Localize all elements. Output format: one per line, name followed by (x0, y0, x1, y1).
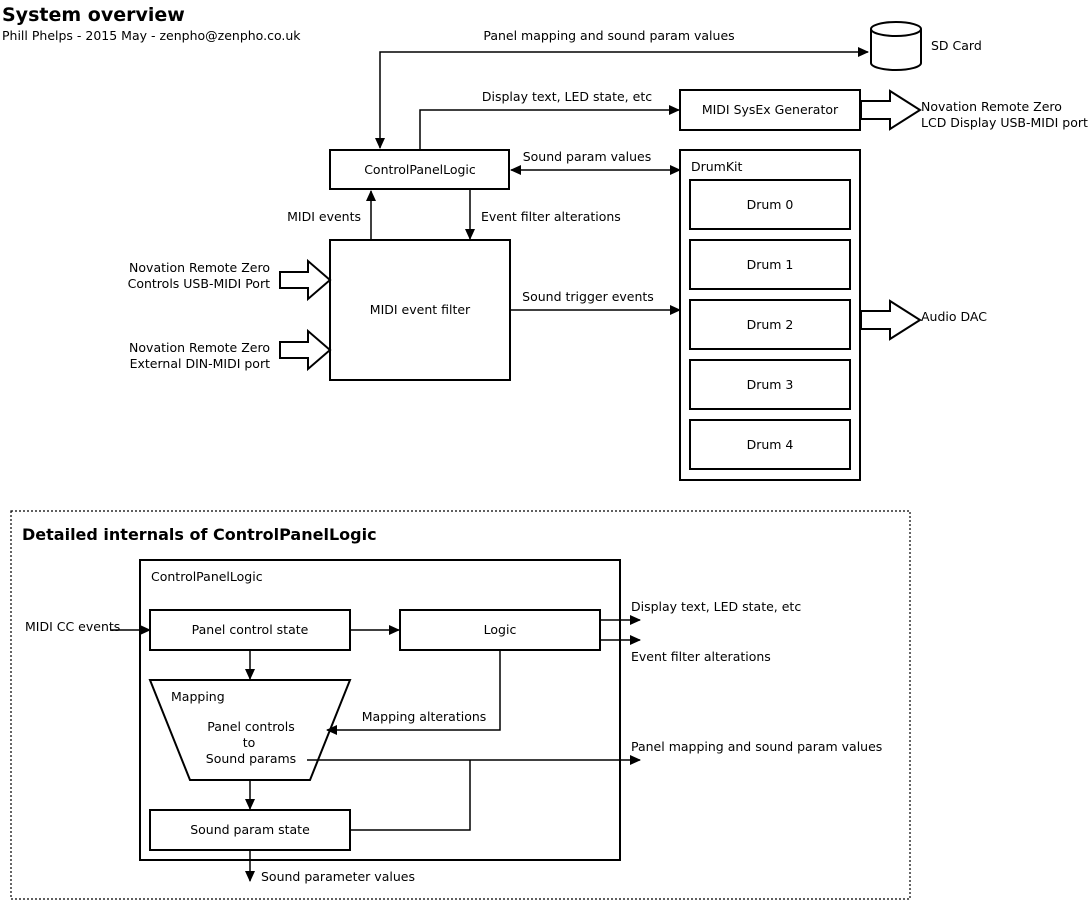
drum-4: Drum 4 (689, 419, 851, 470)
din-input-big-arrow (279, 328, 332, 372)
display-text-arrow (419, 105, 680, 150)
drum-label: Drum 4 (747, 437, 794, 452)
mapping-line3: Sound params (206, 751, 296, 766)
sound-parameter-values-label: Sound parameter values (261, 869, 415, 884)
drum-box (689, 299, 851, 350)
logic-label: Logic (484, 622, 517, 637)
detail-section-frame (10, 510, 911, 900)
lcd-output-line2: LCD Display USB-MIDI port (921, 115, 1088, 130)
drum-label: Drum 3 (747, 377, 794, 392)
lcd-output-line1: Novation Remote Zero (921, 99, 1062, 114)
drum-box (689, 239, 851, 290)
drum-label: Drum 2 (747, 317, 794, 332)
display-text-label: Display text, LED state, etc (482, 89, 652, 104)
sound-param-state-label: Sound param state (190, 822, 310, 837)
drum-box (689, 359, 851, 410)
drum-0: Drum 0 (689, 179, 851, 230)
din-input-line1: Novation Remote Zero (129, 340, 270, 355)
drumkit-label: DrumKit (691, 159, 743, 174)
control-panel-logic-box (329, 149, 510, 190)
sps-feedback-line (351, 760, 471, 831)
event-filter-alterations-label: Event filter alterations (481, 209, 621, 224)
drum-label: Drum 0 (747, 197, 794, 212)
panel-mapping-arrow (375, 47, 869, 149)
detail-container-label: ControlPanelLogic (151, 569, 263, 584)
drum-box (689, 419, 851, 470)
audio-dac-big-arrow (860, 299, 922, 341)
sd-card-icon (870, 21, 922, 71)
controls-input-line2: Controls USB-MIDI Port (128, 276, 270, 291)
page-title: System overview (2, 4, 185, 26)
panel-mapping-label: Panel mapping and sound param values (483, 28, 734, 43)
drum-3: Drum 3 (689, 359, 851, 410)
mapping-trapezoid (148, 679, 352, 781)
midi-event-filter-box (329, 239, 511, 381)
page-subtitle: Phill Phelps - 2015 May - zenpho@zenpho.… (2, 28, 301, 43)
sd-card-label: SD Card (931, 38, 982, 53)
midi-events-label: MIDI events (287, 209, 361, 224)
drum-1: Drum 1 (689, 239, 851, 290)
sound-param-values-label: Sound param values (523, 149, 652, 164)
drum-2: Drum 2 (689, 299, 851, 350)
detail-section-title: Detailed internals of ControlPanelLogic (22, 525, 377, 544)
audio-dac-label: Audio DAC (921, 309, 987, 324)
mapping-alterations-arrow (326, 651, 501, 735)
panel-control-state-label: Panel control state (192, 622, 309, 637)
detail-display-text-label: Display text, LED state, etc (631, 599, 801, 614)
detail-event-filter-label: Event filter alterations (631, 649, 771, 664)
detail-panel-mapping-label: Panel mapping and sound param values (631, 739, 882, 754)
controls-input-line1: Novation Remote Zero (129, 260, 270, 275)
sound-trigger-events-label: Sound trigger events (522, 289, 654, 304)
mapping-title: Mapping (171, 689, 225, 704)
control-panel-logic-label: ControlPanelLogic (364, 162, 476, 177)
controls-input-big-arrow (279, 258, 332, 302)
drum-label: Drum 1 (747, 257, 794, 272)
mapping-alterations-label: Mapping alterations (362, 709, 487, 724)
midi-cc-events-label: MIDI CC events (25, 619, 120, 634)
midi-event-filter-label: MIDI event filter (370, 302, 471, 317)
mapping-line2: to (243, 735, 256, 750)
mapping-line1: Panel controls (207, 719, 295, 734)
lcd-output-big-arrow (860, 89, 922, 131)
panel-control-state-box (149, 609, 351, 651)
logic-box (399, 609, 601, 651)
din-input-line2: External DIN-MIDI port (130, 356, 270, 371)
drum-box (689, 179, 851, 230)
sound-param-state-box (149, 809, 351, 851)
sysex-generator-label: MIDI SysEx Generator (702, 102, 839, 117)
